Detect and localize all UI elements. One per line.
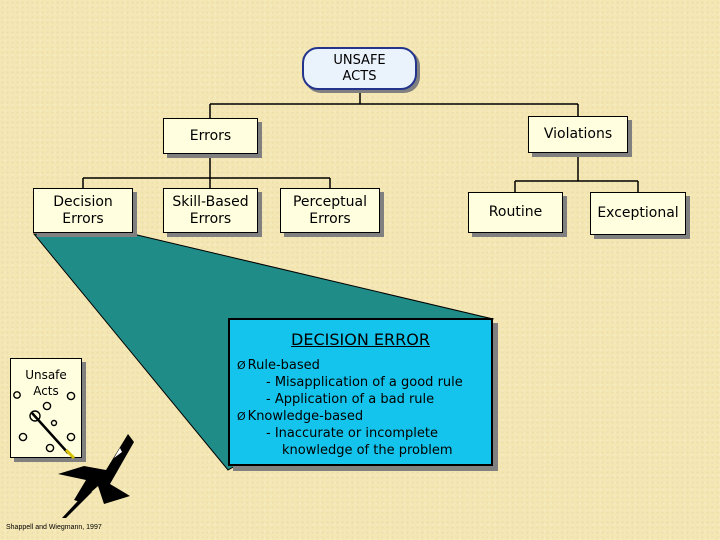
root-label: UNSAFE ACTS: [333, 52, 386, 84]
arrow-bullet-icon: Ø: [237, 410, 246, 423]
violations-node: Violations: [528, 116, 628, 153]
detail-text: Knowledge-based: [247, 409, 364, 424]
violations-label: Violations: [543, 126, 613, 142]
exceptional-label: Exceptional: [597, 205, 679, 221]
detail-line: - Inaccurate or incomplete: [266, 426, 438, 441]
perceptual-errors-label: Perceptual Errors: [292, 193, 368, 227]
arrow-bullet-icon: Ø: [237, 359, 246, 372]
detail-line: knowledge of the problem: [282, 443, 453, 458]
detail-line: - Application of a bad rule: [266, 392, 435, 407]
unsafe-acts-root-node: UNSAFE ACTS: [302, 47, 417, 90]
detail-line: - Misapplication of a good rule: [266, 375, 463, 390]
decision-errors-node: Decision Errors: [33, 188, 133, 233]
skill-based-errors-node: Skill-Based Errors: [163, 188, 258, 233]
skill-based-errors-label: Skill-Based Errors: [172, 193, 249, 227]
routine-node: Routine: [468, 192, 563, 233]
exceptional-node: Exceptional: [590, 192, 686, 235]
source-credit: Shappell and Wiegmann, 1997: [6, 524, 102, 531]
routine-label: Routine: [488, 204, 543, 220]
tree-connectors: [82, 91, 639, 192]
decision-errors-label: Decision Errors: [53, 193, 113, 227]
fighter-jet-icon: [58, 434, 134, 518]
errors-label: Errors: [189, 127, 232, 144]
perceptual-errors-node: Perceptual Errors: [280, 188, 380, 233]
detail-text: Rule-based: [247, 358, 320, 373]
detail-title: DECISION ERROR: [291, 330, 430, 349]
unsafe-acts-icon-box: Unsafe Acts: [10, 358, 82, 458]
unsafe-acts-label: Unsafe Acts: [25, 368, 67, 398]
errors-node: Errors: [163, 118, 258, 154]
